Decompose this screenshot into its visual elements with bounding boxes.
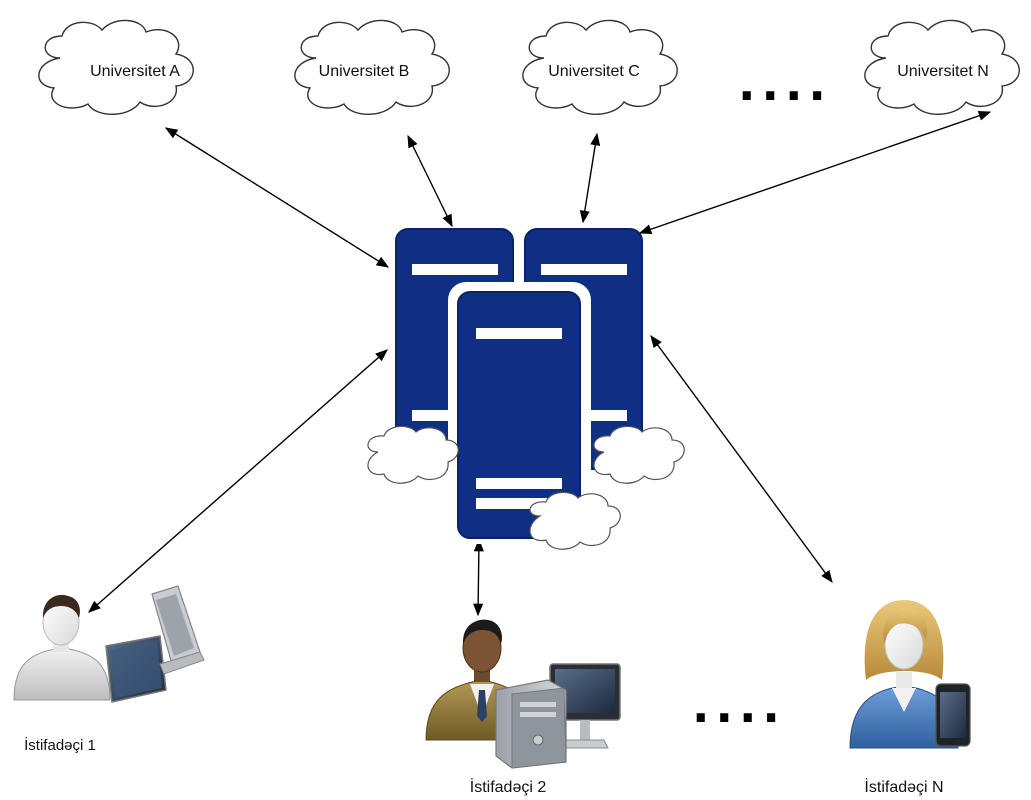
university-c-label: Universitet C bbox=[548, 63, 640, 80]
user-1-label: İstifadəçi 1 bbox=[24, 736, 96, 754]
university-cloud-n: Universitet N bbox=[864, 19, 1020, 115]
arrow-university-c bbox=[579, 132, 601, 224]
smartphone-icon bbox=[935, 683, 971, 747]
user-2-label: İstifadəçi 2 bbox=[470, 777, 547, 796]
connection-arrows bbox=[88, 110, 992, 617]
university-ellipsis: .... bbox=[738, 57, 832, 111]
arrow-university-n bbox=[638, 110, 992, 235]
user-ellipsis: .... bbox=[692, 679, 786, 733]
university-a-label: Universitet A bbox=[90, 63, 180, 80]
male-user-icon bbox=[13, 594, 111, 701]
server-cluster-icon bbox=[367, 228, 685, 550]
university-n-label: Universitet N bbox=[897, 63, 989, 80]
server-cloud-center bbox=[529, 491, 621, 550]
arrow-university-a bbox=[164, 127, 390, 268]
server-cloud-left bbox=[367, 425, 459, 484]
user-n-label: İstifadəçi N bbox=[864, 777, 943, 796]
server-cloud-right bbox=[593, 425, 685, 484]
university-cloud-a: Universitet A bbox=[38, 19, 194, 115]
university-cloud-b: Universitet B bbox=[294, 19, 450, 115]
arrow-university-b bbox=[407, 134, 453, 228]
desktop-computer-icon bbox=[495, 663, 621, 769]
arrow-user-2 bbox=[473, 538, 484, 617]
arrow-user-1 bbox=[88, 349, 388, 613]
university-b-label: Universitet B bbox=[319, 63, 410, 80]
university-cloud-c: Universitet C bbox=[522, 19, 678, 115]
female-user-icon bbox=[849, 600, 959, 749]
laptop-icon bbox=[105, 585, 205, 703]
arrow-user-n bbox=[650, 334, 833, 584]
server-center bbox=[448, 282, 591, 544]
